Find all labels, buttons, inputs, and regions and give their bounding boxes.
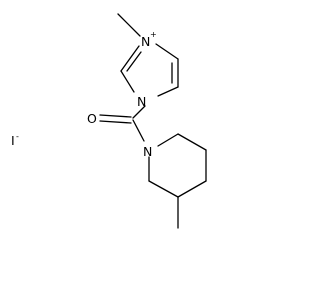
chemical-structure: N + N O N I - bbox=[11, 13, 207, 229]
methyl-bond bbox=[117, 13, 141, 37]
atom-iodide: I bbox=[11, 133, 15, 148]
pip-bond-n-c2 bbox=[157, 133, 179, 147]
carbonyl-double-bond-b bbox=[99, 120, 132, 124]
atom-n-imidazole: N bbox=[137, 94, 146, 109]
bonds bbox=[99, 13, 207, 229]
ring-bond-c2-n3 bbox=[120, 45, 140, 72]
carbonyl-double-bond-a bbox=[99, 114, 132, 118]
atom-n-imidazolium: N bbox=[141, 34, 150, 49]
pip-bond-c2-c3 bbox=[177, 133, 207, 151]
charge-plus: + bbox=[150, 30, 157, 39]
ring-bond-n3-c4 bbox=[155, 43, 179, 60]
pip-bond-c5-c6 bbox=[148, 180, 179, 198]
atom-oxygen: O bbox=[87, 111, 97, 126]
pip-bond-c4-c5 bbox=[177, 180, 207, 198]
bond-carbonyl-npip bbox=[132, 119, 145, 142]
atom-n-piperidine: N bbox=[143, 144, 152, 159]
ring-bond-c5-n1 bbox=[157, 86, 179, 97]
ring-bond-n1-c2 bbox=[120, 70, 135, 93]
bond-n1-carbonyl bbox=[132, 105, 146, 119]
ring-bond-c2-n3-double bbox=[126, 51, 142, 72]
charge-minus: - bbox=[16, 132, 19, 141]
